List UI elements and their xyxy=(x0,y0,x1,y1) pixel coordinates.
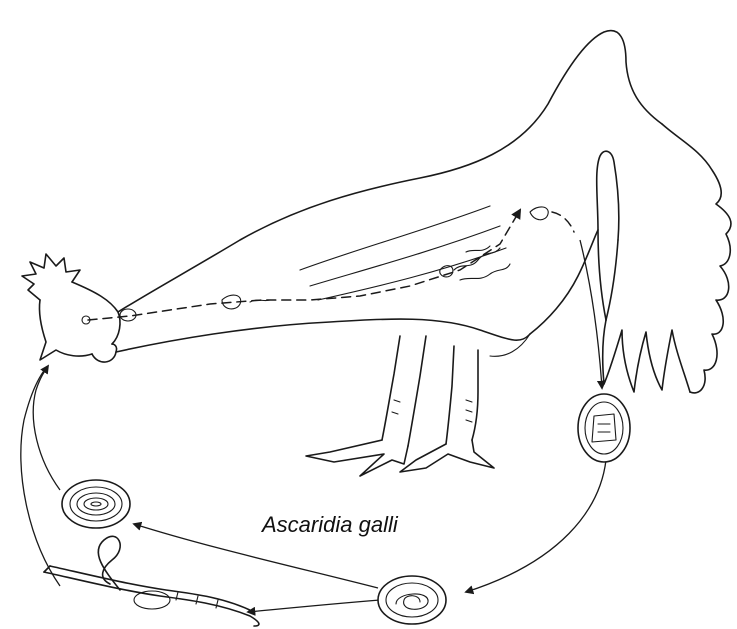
infective-egg xyxy=(378,576,446,624)
embryonating-egg xyxy=(62,480,130,528)
migration-path xyxy=(88,207,574,321)
species-label: Ascaridia galli xyxy=(260,512,399,537)
egg-in-feces xyxy=(578,394,630,462)
life-cycle-arrows xyxy=(21,240,606,612)
